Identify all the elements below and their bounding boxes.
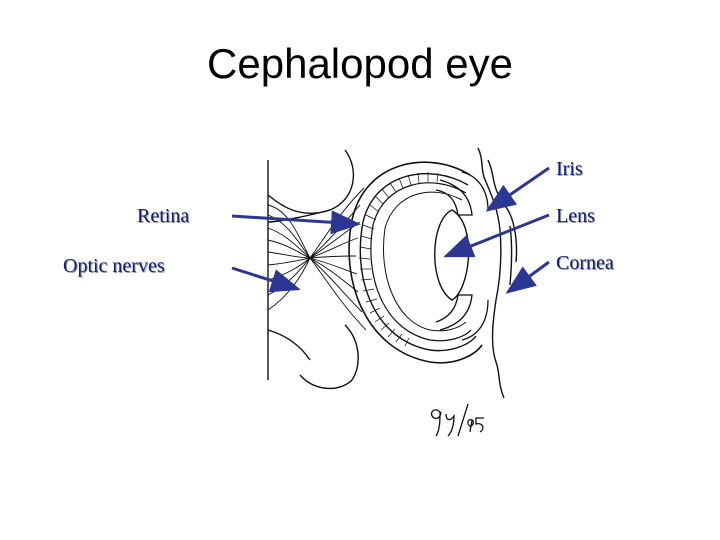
eyeball bbox=[348, 161, 483, 364]
label-lens: Lens bbox=[556, 205, 595, 227]
label-cornea: Cornea bbox=[556, 252, 614, 274]
label-iris: Iris bbox=[556, 158, 583, 180]
arrow-lens bbox=[443, 213, 550, 258]
label-retina: Retina bbox=[137, 205, 190, 227]
cornea-outline bbox=[477, 147, 518, 399]
optic-nerve-fibers bbox=[267, 187, 367, 331]
arrow-optic-nerves bbox=[231, 266, 301, 293]
arrow-cornea bbox=[505, 260, 550, 294]
arrow-retina bbox=[231, 210, 361, 235]
slide-title: Cephalopod eye bbox=[207, 40, 513, 87]
retina-hatching bbox=[358, 172, 439, 347]
label-optic-nerves: Optic nerves bbox=[63, 255, 165, 277]
arrow-iris bbox=[485, 166, 550, 212]
artist-signature bbox=[430, 403, 484, 437]
lens-outline bbox=[434, 209, 470, 301]
label-arrows bbox=[231, 166, 550, 294]
iris-outline bbox=[435, 171, 489, 341]
